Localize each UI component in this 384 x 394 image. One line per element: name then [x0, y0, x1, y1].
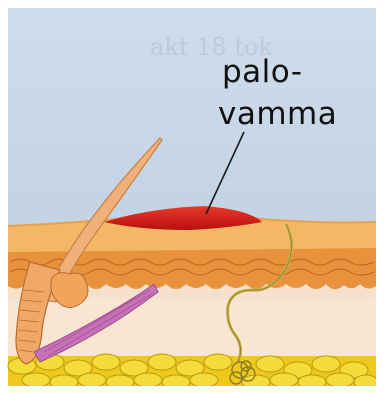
frame-bottom: [0, 386, 384, 394]
fat-layer: [8, 354, 378, 389]
frame-right: [376, 0, 384, 394]
burn-label-line1: palo-: [222, 52, 303, 92]
burn-label-line2: vamma: [218, 94, 337, 134]
